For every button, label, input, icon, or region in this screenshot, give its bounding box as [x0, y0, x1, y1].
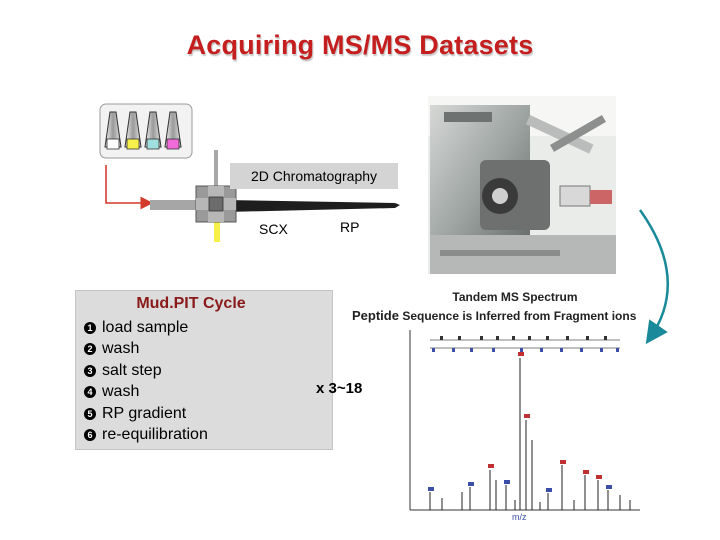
cycle-step: 6 re-equilibration: [84, 424, 208, 445]
ms-spectrum-plot: [409, 330, 640, 511]
rp-label: RP: [340, 219, 360, 235]
step-number-icon: 5: [84, 407, 96, 420]
vial-3: [144, 111, 162, 150]
to-spectrum-arrow: [638, 209, 670, 345]
cross-fitting-icon: [195, 185, 237, 223]
vial-tray: [99, 103, 193, 159]
cycle-steps-list: 1 load sample 2 wash 3 salt step 4 wash 5 RP …: [84, 317, 208, 445]
mass-spectrometer-photo: [428, 96, 616, 274]
step-number-icon: 2: [84, 343, 96, 356]
step-label: RP gradient: [102, 404, 187, 422]
step-label: re-equilibration: [102, 426, 208, 444]
spectrum-subtitle-prefix: Peptide: [352, 308, 399, 323]
spectrum-title: Tandem MS Spectrum: [452, 290, 578, 304]
mudpit-cycle-panel: Mud.PIT Cycle 1 load sample 2 wash 3 salt s…: [75, 290, 333, 450]
step-label: wash: [102, 383, 140, 401]
vial-4: [164, 111, 182, 150]
step-label: salt step: [102, 361, 162, 379]
vial-2: [124, 111, 142, 150]
step-label: wash: [102, 340, 140, 358]
cycle-title: Mud.PIT Cycle: [136, 295, 246, 312]
step-label: load sample: [102, 319, 189, 336]
repeat-count-label: x 3~18: [316, 380, 363, 397]
spectrum-subtitle-rest: Sequence is Inferred from Fragment ions: [402, 309, 637, 323]
slide-title: Acquiring MS/MS Datasets: [186, 30, 534, 60]
cycle-step: 4 wash: [84, 381, 208, 402]
capillary-upper: [214, 150, 218, 188]
capillary-lower-yellow: [214, 218, 220, 242]
chromatography-label: 2D Chromatography: [230, 163, 398, 189]
spectrum-xlabel: m/z: [512, 512, 527, 522]
cycle-step: 2 wash: [84, 338, 208, 359]
cycle-step: 1 load sample: [84, 317, 208, 338]
vial-1: [104, 111, 122, 150]
step-number-icon: 3: [84, 364, 96, 377]
step-number-icon: 4: [84, 386, 96, 399]
inlet-line: [150, 200, 200, 210]
sample-flow-arrow: [105, 165, 154, 210]
scx-label: SCX: [259, 221, 288, 237]
cycle-step: 5 RP gradient: [84, 403, 208, 424]
step-number-icon: 6: [84, 429, 96, 442]
spectrum-subtitle: Peptide Sequence is Inferred from Fragme…: [352, 308, 636, 323]
cycle-step: 3 salt step: [84, 360, 208, 381]
step-number-icon: 1: [84, 322, 96, 334]
chromatography-column: [225, 200, 400, 212]
